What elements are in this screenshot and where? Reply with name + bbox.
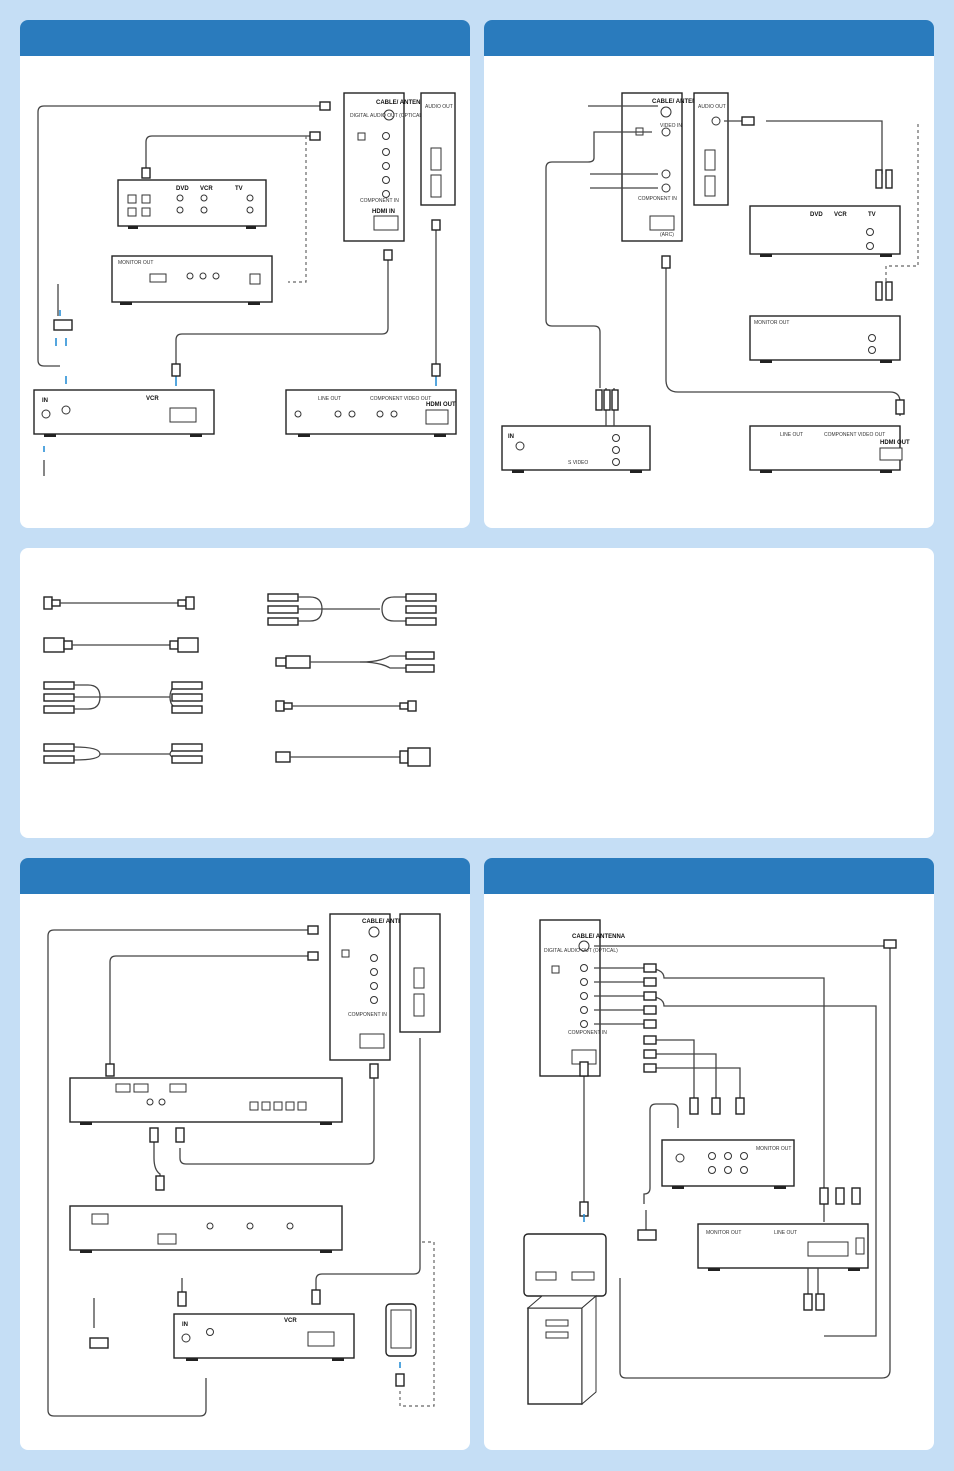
audio-out-label: AUDIO OUT	[698, 104, 726, 110]
av-switch-box	[117, 179, 267, 227]
audio-cable	[145, 135, 316, 168]
mhl-port	[430, 174, 442, 198]
tv-label: TV	[235, 186, 243, 192]
panel-cable-types	[20, 548, 934, 838]
svg-text:VCR: VCR	[834, 212, 847, 218]
cable-box	[501, 425, 651, 471]
cable-antenna-label: CABLE/ ANTENNA	[376, 100, 430, 106]
svg-text:MONITOR OUT: MONITOR OUT	[754, 320, 789, 326]
vcr-label: VCR	[200, 186, 213, 192]
splitter	[53, 319, 73, 331]
receiver	[749, 425, 901, 471]
svg-text:COMPONENT IN: COMPONENT IN	[568, 1030, 607, 1036]
panel-header	[484, 858, 934, 894]
svg-text:DVD: DVD	[810, 212, 823, 218]
mini-to-rca-cable-icon	[275, 651, 435, 673]
svg-text:TV: TV	[868, 212, 876, 218]
panel-home-theater-setup: CABLE/ ANTENNA COMPONENT IN IN VCR	[20, 858, 470, 1450]
component-video-cable-icon	[267, 593, 437, 626]
panel-pc-setup: CABLE/ ANTENNA DIGITAL AUDIO OUT (OPTICA…	[484, 858, 934, 1450]
svg-text:VCR: VCR	[284, 1318, 297, 1324]
hdmi-cable-icon	[43, 637, 199, 653]
av-receiver	[69, 1077, 343, 1123]
hdmi-in-label: HDMI IN	[372, 209, 395, 215]
svg-text:COMPONENT VIDEO OUT: COMPONENT VIDEO OUT	[824, 432, 885, 438]
diagram-home-theater-setup: CABLE/ ANTENNA COMPONENT IN IN VCR	[47, 913, 441, 1417]
svg-text:HDMI OUT: HDMI OUT	[880, 440, 910, 446]
svg-text:MONITOR OUT: MONITOR OUT	[706, 1230, 741, 1236]
svg-text:IN: IN	[508, 434, 514, 440]
coax-cable	[37, 105, 325, 367]
dvd-player	[111, 255, 273, 303]
video-in-label: VIDEO IN	[660, 123, 682, 129]
cable-antenna-port	[660, 106, 672, 118]
dvd-label: DVD	[176, 186, 189, 192]
blu-ray-player	[69, 1205, 343, 1251]
in-label: IN	[42, 398, 48, 404]
svg-text:LINE OUT: LINE OUT	[774, 1230, 797, 1236]
panel-header	[20, 858, 470, 894]
optical-dash-cable	[288, 136, 307, 283]
svg-text:IN: IN	[182, 1322, 188, 1328]
receiver	[697, 1223, 869, 1269]
component-in-label: COMPONENT IN	[638, 196, 677, 202]
line-out-label: LINE OUT	[318, 396, 341, 402]
hdmi-arc-port	[373, 215, 399, 231]
cable-antenna-port	[383, 109, 395, 121]
vcr-label-2: VCR	[146, 396, 159, 402]
diagram-antenna-setup: CABLE/ ANTENNA DIGITAL AUDIO OUT (OPTICA…	[33, 92, 457, 476]
audio-out-label: AUDIO OUT	[425, 104, 453, 110]
svg-text:DIGITAL AUDIO OUT (OPTICAL): DIGITAL AUDIO OUT (OPTICAL)	[544, 948, 618, 954]
optical-port	[357, 132, 366, 141]
optical-cable-icon	[275, 700, 417, 712]
component-video-out-label: COMPONENT VIDEO OUT	[370, 396, 431, 402]
coaxial-cable-icon	[43, 596, 195, 610]
pc-io-panel	[523, 1233, 607, 1297]
av-switch-box	[749, 205, 901, 255]
panel-header	[20, 20, 470, 56]
panel-header	[484, 20, 934, 56]
digital-audio-label: DIGITAL AUDIO OUT (OPTICAL)	[350, 113, 424, 119]
svg-text:MONITOR OUT: MONITOR OUT	[756, 1146, 791, 1152]
hdmi-out-label: HDMI OUT	[426, 402, 456, 408]
svg-text:CABLE/ ANTENNA: CABLE/ ANTENNA	[572, 934, 626, 940]
component-in-label: COMPONENT IN	[360, 198, 399, 204]
hdmi-cable-1	[175, 256, 389, 370]
mhl-cable-icon	[275, 747, 431, 767]
diagram-pc-setup: CABLE/ ANTENNA DIGITAL AUDIO OUT (OPTICA…	[523, 919, 897, 1406]
svg-text:S VIDEO: S VIDEO	[568, 460, 588, 466]
panel-component-setup: CABLE/ ANTENNA VIDEO IN COMPONENT IN (AR…	[484, 20, 934, 528]
svg-text:LINE OUT: LINE OUT	[780, 432, 803, 438]
monitor-out-label: MONITOR OUT	[118, 260, 153, 266]
diagram-component-setup: CABLE/ ANTENNA VIDEO IN COMPONENT IN (AR…	[501, 92, 919, 473]
arc-label: (ARC)	[660, 232, 674, 238]
cable-type-legend	[43, 593, 437, 767]
dvd-player	[661, 1139, 795, 1187]
stereo-audio-cable-icon	[43, 743, 203, 764]
panel-antenna-setup: CABLE/ ANTENNA DIGITAL AUDIO OUT (OPTICA…	[20, 20, 470, 528]
svg-text:COMPONENT IN: COMPONENT IN	[348, 1012, 387, 1018]
svg-text:CABLE/ ANTENNA: CABLE/ ANTENNA	[362, 919, 416, 925]
cable-antenna-label: CABLE/ ANTENNA	[652, 99, 706, 105]
composite-av-cable-icon	[43, 681, 203, 714]
